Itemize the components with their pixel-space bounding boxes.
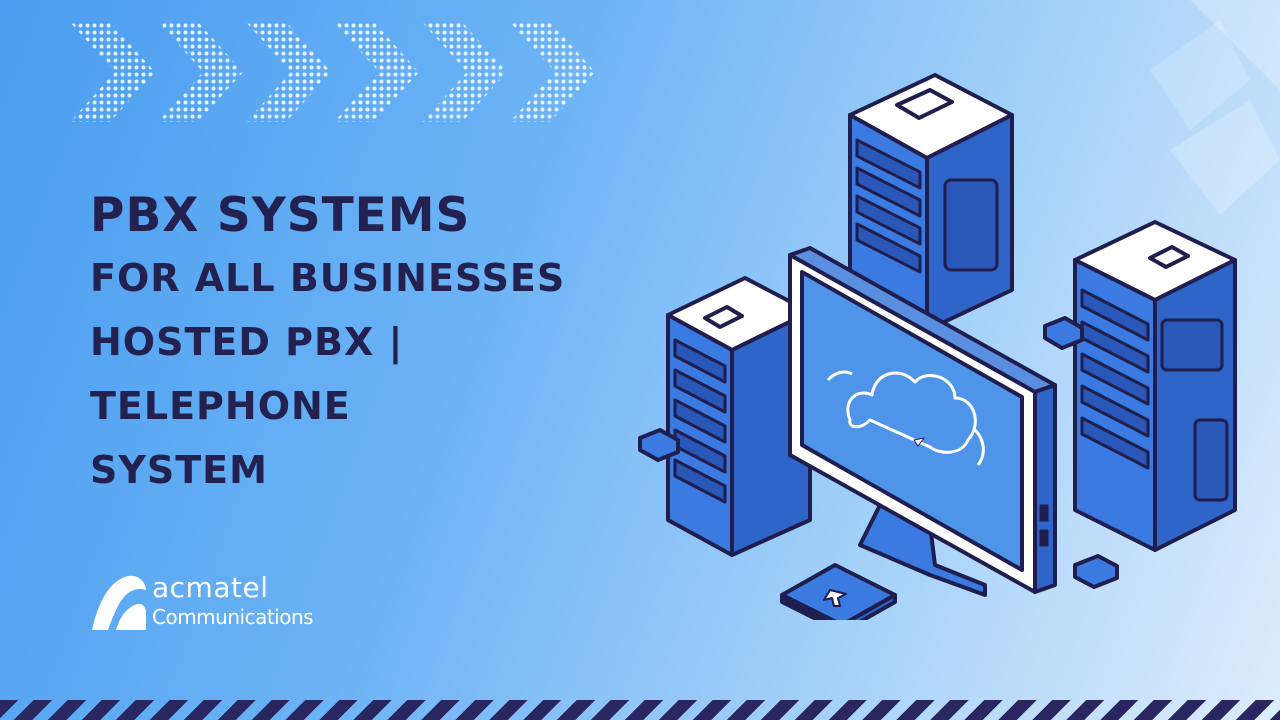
chevron-pattern xyxy=(70,22,595,122)
headline-line-3: HOSTED PBX | xyxy=(90,320,404,364)
device-icon xyxy=(1073,554,1119,589)
cursor-icon xyxy=(823,589,847,607)
chevron-right-icon xyxy=(422,22,507,122)
chevron-right-icon xyxy=(246,22,331,122)
cursor-icon xyxy=(913,437,925,447)
device-icon xyxy=(1043,316,1084,350)
headline-line-2: FOR ALL BUSINESSES xyxy=(90,256,566,300)
monitor-icon xyxy=(788,246,1057,594)
logo-name: acmatel xyxy=(152,571,269,604)
server-icon xyxy=(1073,220,1237,552)
chevron-right-icon xyxy=(334,22,419,122)
input-device-icon xyxy=(780,563,897,620)
server-icon xyxy=(848,73,1014,332)
chevron-right-icon xyxy=(70,22,155,122)
device-icon xyxy=(638,428,680,462)
bottom-stripe-decoration xyxy=(0,700,1280,720)
server-illustration xyxy=(638,73,1237,620)
corner-decoration xyxy=(1150,0,1280,215)
cloud-icon xyxy=(826,370,985,466)
chevron-right-icon xyxy=(158,22,243,122)
chevron-right-icon xyxy=(510,22,595,122)
logo-mark-icon xyxy=(92,575,146,630)
headline: PBX SYSTEMS FOR ALL BUSINESSES HOSTED PB… xyxy=(90,186,565,502)
logo-tagline: Communications xyxy=(152,605,314,629)
headline-line-5: SYSTEM xyxy=(90,448,268,492)
headline-line-4: TELEPHONE xyxy=(90,384,351,428)
headline-line-1: PBX SYSTEMS xyxy=(90,188,471,243)
company-logo: acmatel Communications xyxy=(88,572,368,634)
